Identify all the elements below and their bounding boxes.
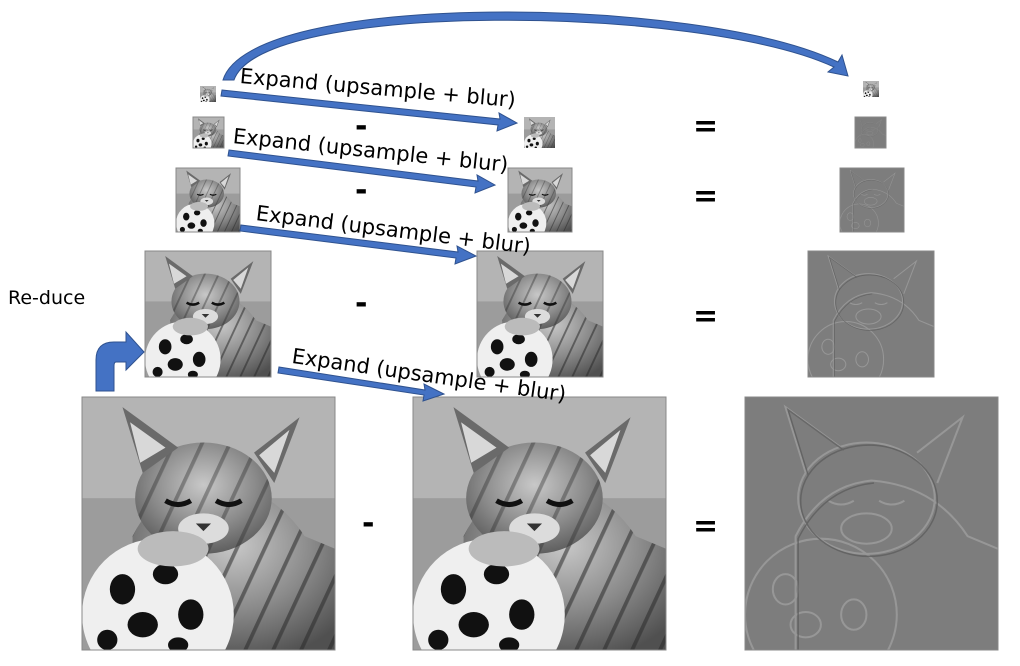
expand-arrow-level-4 (220, 89, 519, 132)
gaussian-level-0-image (81, 396, 336, 651)
gaussian-level-2-image (175, 167, 241, 233)
equals-sign-level-3: = (693, 109, 719, 144)
gaussian-level-3-image (192, 116, 225, 149)
equals-sign-level-2: = (693, 179, 719, 214)
expand-arrow-level-1 (277, 366, 446, 402)
expanded-level-3-image (524, 117, 555, 148)
expand-arrow-level-2 (239, 224, 478, 265)
laplacian-level-2-image (839, 167, 905, 233)
expanded-level-1-image (476, 250, 604, 378)
minus-sign-level-1: - (355, 286, 368, 321)
laplacian-level-4-image (863, 81, 879, 97)
equals-sign-level-0: = (693, 509, 719, 544)
gaussian-level-4-image (200, 86, 216, 102)
laplacian-level-1-image (807, 250, 935, 378)
expanded-level-2-image (507, 167, 573, 233)
top-copy-arrow (222, 11, 849, 81)
reduce-label: Re-duce (8, 287, 86, 309)
expanded-level-0-image (412, 396, 667, 651)
equals-sign-level-1: = (693, 299, 719, 334)
gaussian-level-1-image (144, 250, 272, 378)
minus-sign-level-3: - (355, 109, 368, 144)
minus-sign-level-0: - (362, 506, 375, 541)
laplacian-level-0-image (744, 396, 999, 651)
reduce-arrow (95, 330, 145, 392)
expand-arrow-level-3 (227, 149, 497, 194)
minus-sign-level-2: - (355, 173, 368, 208)
laplacian-level-3-image (854, 116, 887, 149)
